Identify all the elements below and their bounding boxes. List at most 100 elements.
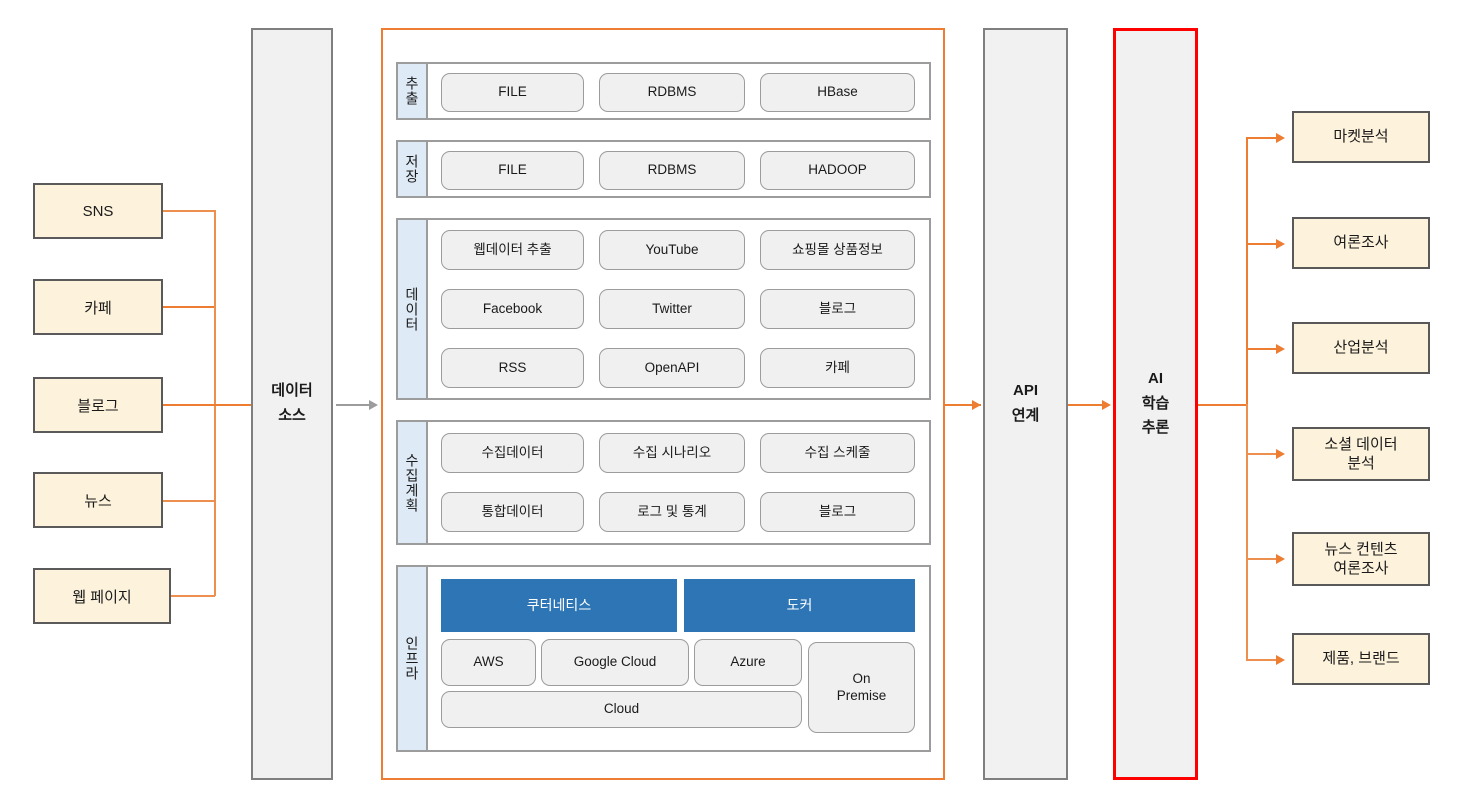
arrow-api-to-ai bbox=[1102, 400, 1111, 410]
output-box-public-poll[interactable]: 여론조사 bbox=[1292, 217, 1430, 269]
chip-label: 쇼핑몰 상품정보 bbox=[792, 241, 883, 257]
chip-label: 도커 bbox=[786, 596, 813, 613]
api-link-label-line1: API bbox=[1012, 382, 1038, 400]
chip-label: 수집 시나리오 bbox=[632, 444, 712, 460]
chip-data-openapi[interactable]: OpenAPI bbox=[599, 348, 745, 388]
chip-plan-blog[interactable]: 블로그 bbox=[760, 492, 915, 532]
chip-data-twitter[interactable]: Twitter bbox=[599, 289, 745, 329]
chip-label: 블로그 bbox=[818, 300, 857, 316]
chip-label: 수집 스케줄 bbox=[804, 444, 871, 460]
chip-infra-aws[interactable]: AWS bbox=[441, 639, 536, 686]
chip-extract-rdbms[interactable]: RDBMS bbox=[599, 73, 745, 112]
data-source-label-line1: 데이터 bbox=[271, 382, 313, 400]
ai-engine-pillar[interactable]: AI 학습 추론 bbox=[1113, 28, 1198, 780]
output-label-line1: 제품, 브랜드 bbox=[1322, 650, 1400, 668]
chip-label: FILE bbox=[498, 162, 527, 178]
chip-data-shopping[interactable]: 쇼핑몰 상품정보 bbox=[760, 230, 915, 270]
chip-infra-cloud[interactable]: Cloud bbox=[441, 691, 802, 728]
arrow-to-industry bbox=[1276, 344, 1285, 354]
chip-label: Twitter bbox=[652, 300, 692, 316]
output-label-line1: 마켓분석 bbox=[1333, 128, 1389, 146]
source-box-webpage[interactable]: 웹 페이지 bbox=[33, 568, 171, 624]
section-extract: 추출 FILE RDBMS HBase bbox=[396, 62, 931, 120]
source-box-blog[interactable]: 블로그 bbox=[33, 377, 163, 433]
chip-label: 쿠터네티스 bbox=[526, 596, 592, 613]
chip-label: 수집데이터 bbox=[481, 444, 544, 460]
chip-store-hadoop[interactable]: HADOOP bbox=[760, 151, 915, 190]
arrow-to-social bbox=[1276, 449, 1285, 459]
chip-infra-kubernetes[interactable]: 쿠터네티스 bbox=[441, 579, 677, 632]
section-store-label: 저장 bbox=[398, 142, 428, 196]
chip-label: HBase bbox=[817, 84, 858, 100]
output-box-social-data-analysis[interactable]: 소셜 데이터 분석 bbox=[1292, 427, 1430, 481]
output-label-line1: 산업분석 bbox=[1333, 339, 1389, 357]
arrow-to-brand bbox=[1276, 655, 1285, 665]
chip-label: Facebook bbox=[482, 300, 543, 316]
data-source-label-line2: 소스 bbox=[278, 407, 306, 424]
chip-store-file[interactable]: FILE bbox=[441, 151, 584, 190]
section-infra-body: 쿠터네티스 도커 AWS Google Cloud Azure On Premi… bbox=[428, 567, 929, 750]
section-data-body: 웹데이터 추출 YouTube 쇼핑몰 상품정보 Facebook Twitte… bbox=[428, 220, 929, 398]
chip-data-facebook[interactable]: Facebook bbox=[441, 289, 584, 329]
chip-plan-scenario[interactable]: 수집 시나리오 bbox=[599, 433, 745, 473]
chip-label: OpenAPI bbox=[644, 359, 700, 375]
chip-extract-file[interactable]: FILE bbox=[441, 73, 584, 112]
connector-cafe bbox=[163, 306, 215, 308]
chip-data-youtube[interactable]: YouTube bbox=[599, 230, 745, 270]
chip-plan-logstats[interactable]: 로그 및 통계 bbox=[599, 492, 745, 532]
connector-sns bbox=[163, 210, 215, 212]
chip-data-blog[interactable]: 블로그 bbox=[760, 289, 915, 329]
chip-label: RSS bbox=[498, 359, 527, 375]
output-label-line1: 소셜 데이터 bbox=[1324, 435, 1398, 453]
output-box-news-content-poll[interactable]: 뉴스 컨텐츠 여론조사 bbox=[1292, 532, 1430, 586]
output-box-industry-analysis[interactable]: 산업분석 bbox=[1292, 322, 1430, 374]
chip-label: 통합데이터 bbox=[481, 503, 544, 519]
output-box-market-analysis[interactable]: 마켓분석 bbox=[1292, 111, 1430, 163]
arrow-to-market bbox=[1276, 133, 1285, 143]
chip-data-rss[interactable]: RSS bbox=[441, 348, 584, 388]
ai-engine-label-line3: 추론 bbox=[1141, 419, 1170, 437]
source-box-label: 웹 페이지 bbox=[72, 588, 132, 606]
chip-data-webextract[interactable]: 웹데이터 추출 bbox=[441, 230, 584, 270]
api-link-pillar[interactable]: API 연계 bbox=[983, 28, 1068, 780]
chip-plan-integrateddata[interactable]: 통합데이터 bbox=[441, 492, 584, 532]
section-infra-label: 인프라 bbox=[398, 567, 428, 750]
connector-to-market bbox=[1246, 137, 1282, 139]
connector-api-to-ai bbox=[1068, 404, 1108, 406]
source-box-label: 카페 bbox=[84, 299, 112, 317]
ai-engine-label-line1: AI bbox=[1148, 369, 1163, 387]
chip-extract-hbase[interactable]: HBase bbox=[760, 73, 915, 112]
section-store-body: FILE RDBMS HADOOP bbox=[428, 142, 929, 196]
connector-ai-to-bus bbox=[1198, 404, 1248, 406]
connector-bus-left-upper bbox=[214, 210, 216, 405]
chip-label: 블로그 bbox=[818, 503, 857, 519]
data-source-pillar[interactable]: 데이터 소스 bbox=[251, 28, 333, 780]
arrow-datasource-to-platform bbox=[369, 400, 378, 410]
section-collection-plan-body: 수집데이터 수집 시나리오 수집 스케줄 통합데이터 로그 및 통계 블로그 bbox=[428, 422, 929, 543]
chip-label-line1: On bbox=[852, 670, 871, 686]
chip-plan-schedule[interactable]: 수집 스케줄 bbox=[760, 433, 915, 473]
connector-to-brand bbox=[1246, 659, 1282, 661]
output-label-line1: 여론조사 bbox=[1333, 234, 1389, 252]
chip-store-rdbms[interactable]: RDBMS bbox=[599, 151, 745, 190]
chip-infra-docker[interactable]: 도커 bbox=[684, 579, 915, 632]
connector-to-news bbox=[1246, 558, 1282, 560]
section-collection-plan: 수집계획 수집데이터 수집 시나리오 수집 스케줄 통합데이터 로그 및 통계 … bbox=[396, 420, 931, 545]
chip-infra-azure[interactable]: Azure bbox=[694, 639, 802, 686]
chip-infra-onpremise[interactable]: On Premise bbox=[808, 642, 915, 733]
source-box-label: SNS bbox=[82, 202, 114, 220]
chip-plan-collectdata[interactable]: 수집데이터 bbox=[441, 433, 584, 473]
output-box-product-brand[interactable]: 제품, 브랜드 bbox=[1292, 633, 1430, 685]
connector-news bbox=[163, 500, 215, 502]
arrow-to-news bbox=[1276, 554, 1285, 564]
connector-bus-to-datasource bbox=[214, 404, 254, 406]
source-box-cafe[interactable]: 카페 bbox=[33, 279, 163, 335]
chip-data-cafe[interactable]: 카페 bbox=[760, 348, 915, 388]
arrow-platform-to-api bbox=[972, 400, 981, 410]
chip-infra-googlecloud[interactable]: Google Cloud bbox=[541, 639, 689, 686]
source-box-news[interactable]: 뉴스 bbox=[33, 472, 163, 528]
section-data: 데이터 웹데이터 추출 YouTube 쇼핑몰 상품정보 Facebook Tw… bbox=[396, 218, 931, 400]
source-box-sns[interactable]: SNS bbox=[33, 183, 163, 239]
chip-label: HADOOP bbox=[808, 162, 867, 178]
section-extract-label: 추출 bbox=[398, 64, 428, 118]
